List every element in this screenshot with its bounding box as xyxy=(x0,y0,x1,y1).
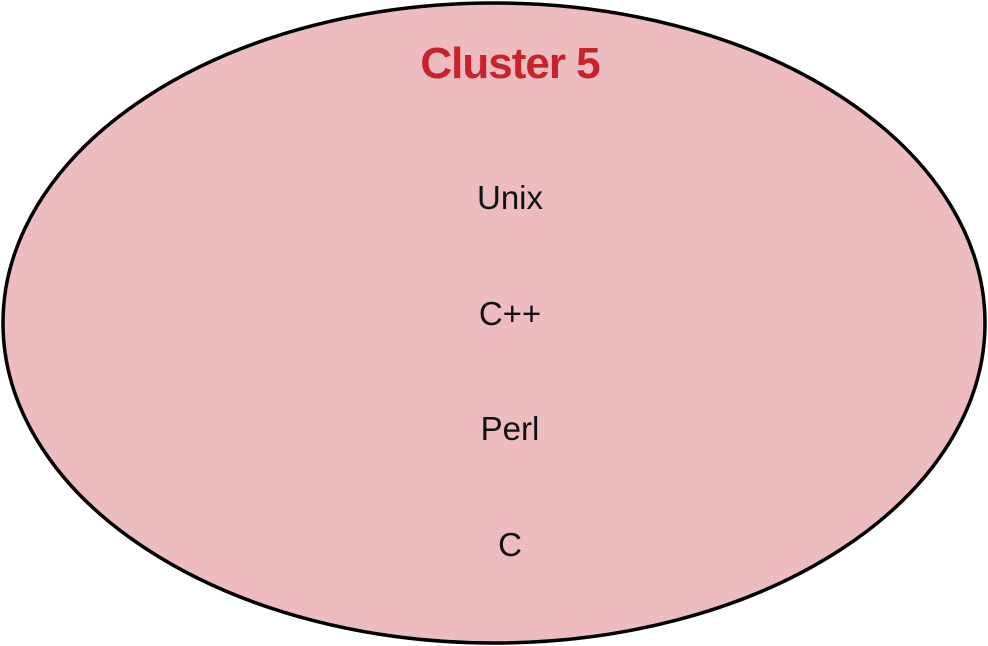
cluster-member-list: Unix C++ Perl C xyxy=(477,179,544,563)
cluster-member-cpp: C++ xyxy=(479,295,541,332)
cluster-member-perl: Perl xyxy=(481,410,540,447)
cluster-member-c: C xyxy=(498,526,522,563)
cluster-member-unix: Unix xyxy=(477,179,544,216)
cluster-title: Cluster 5 xyxy=(420,39,600,88)
